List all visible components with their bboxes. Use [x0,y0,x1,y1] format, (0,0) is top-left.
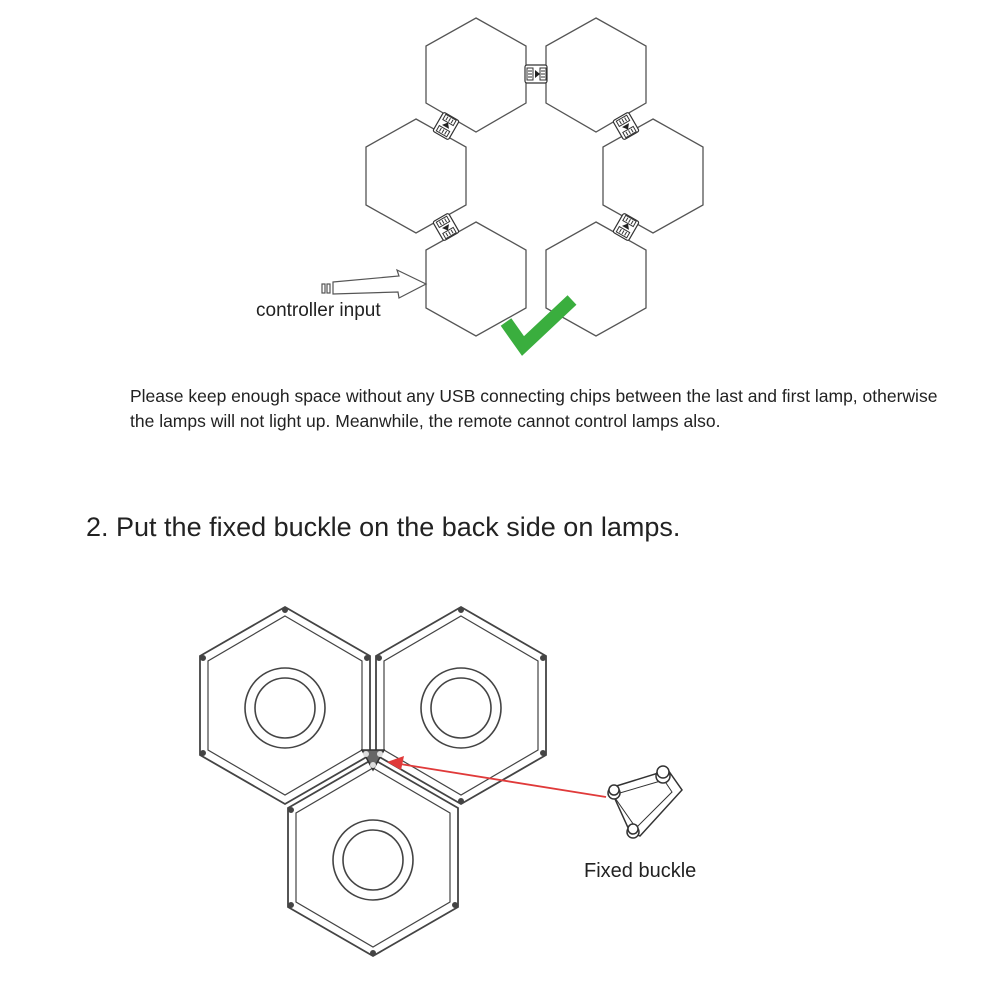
fixed-buckle-label: Fixed buckle [584,860,697,882]
fixed-buckle-diagram [199,605,683,958]
fixed-buckle-icon [607,765,683,839]
lamp-hexagon [425,221,527,337]
lamp-hexagon [425,17,527,133]
controller-input-arrow-icon [321,268,428,299]
checkmark-icon [500,295,577,356]
controller-input-label: controller input [256,300,381,321]
lamp-back [287,757,459,958]
usb-chip-icon [524,64,548,84]
lamp-connection-diagram [321,17,704,356]
lamp-back [199,605,371,806]
lamp-back [375,605,547,806]
lamp-hexagon [365,118,467,234]
lamp-hexagon [545,17,647,133]
lamp-hexagon [602,118,704,234]
installed-buckle-icon [360,749,386,772]
step-2-title: 2. Put the fixed buckle on the back side… [86,512,681,542]
spacing-note: Please keep enough space without any USB… [130,386,938,431]
pointer-arrow-icon [387,756,607,798]
